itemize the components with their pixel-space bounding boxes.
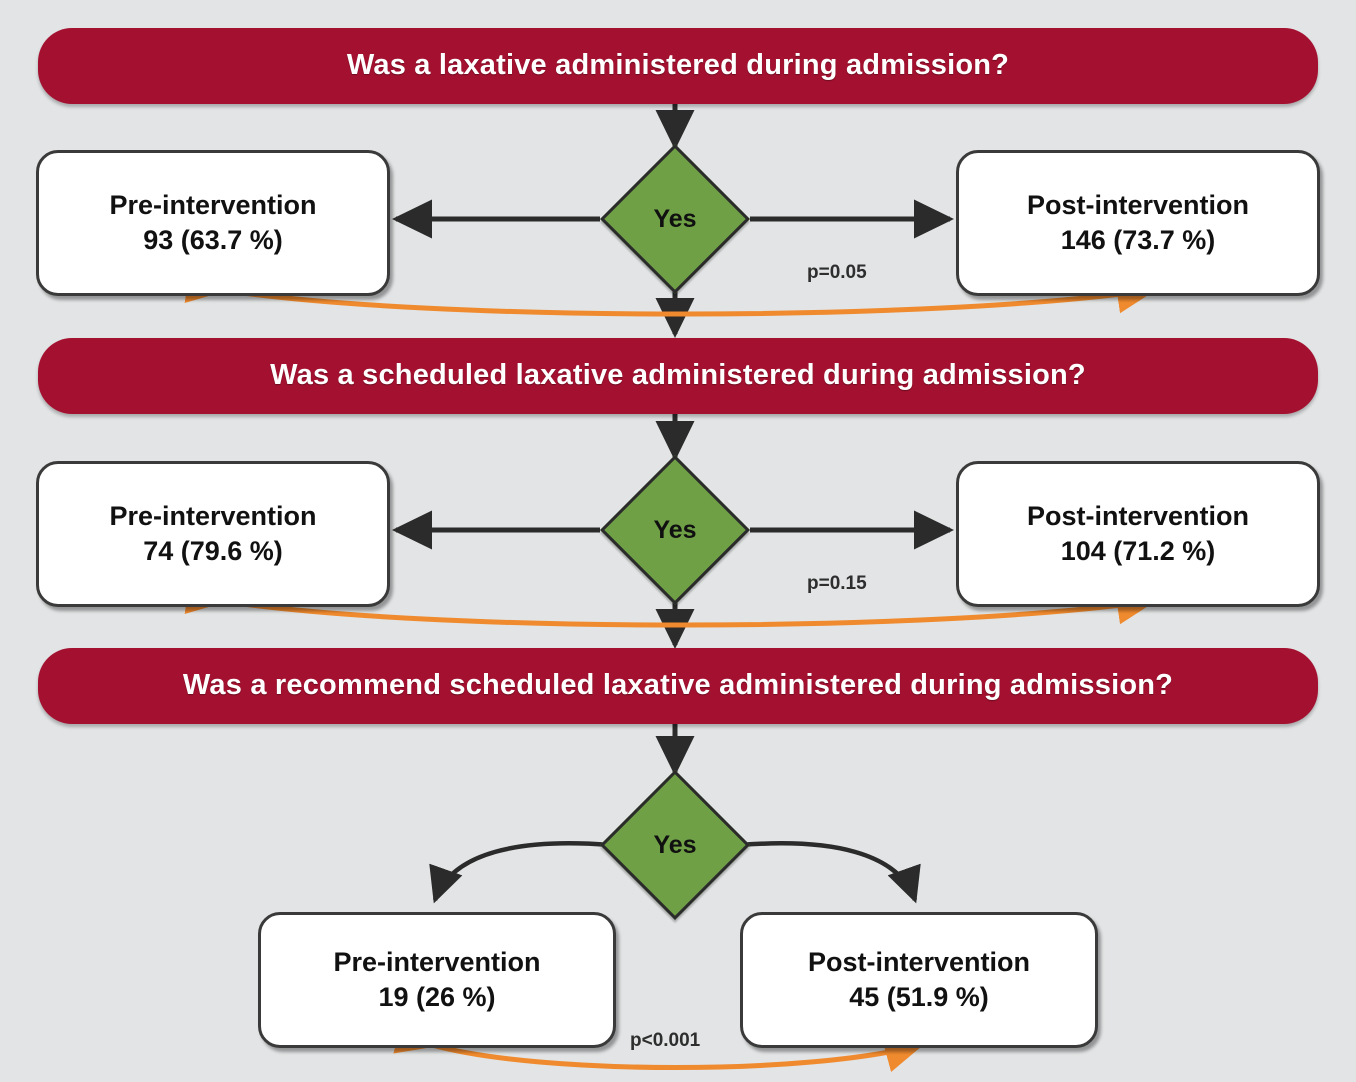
diamond-to-left-curve-3	[429, 841, 611, 904]
question-banner-text-3: Was a recommend scheduled laxative admin…	[182, 669, 1174, 702]
post-intervention-value-2: 104 (71.2 %)	[1060, 536, 1216, 566]
p-value-3: p<0.001	[630, 1030, 701, 1051]
comparison-arrow-2	[184, 577, 1157, 628]
question-banner-text-2: Was a scheduled laxative administered du…	[270, 359, 1086, 392]
post-intervention-value-3: 45 (51.9 %)	[849, 982, 989, 1012]
pre-intervention-box-2: Pre-intervention 74 (79.6 %)	[36, 461, 390, 607]
question-banner-text-1: Was a laxative administered during admis…	[346, 49, 1010, 82]
pre-intervention-value-2: 74 (79.6 %)	[143, 536, 283, 566]
comparison-arrow-1	[184, 266, 1157, 317]
section-3-connectors	[393, 724, 925, 1073]
pre-intervention-box-3: Pre-intervention 19 (26 %)	[258, 912, 616, 1048]
decision-label-3: Yes	[653, 830, 697, 859]
decision-diamond-2: Yes	[600, 455, 750, 605]
post-intervention-label-3: Post-intervention	[807, 947, 1030, 978]
section-2-connectors	[184, 414, 1157, 650]
decision-label-2: Yes	[653, 515, 697, 544]
post-intervention-label-2: Post-intervention	[1026, 501, 1249, 532]
p-value-2: p=0.15	[807, 573, 867, 594]
pre-intervention-value-3: 19 (26 %)	[378, 982, 496, 1012]
post-intervention-value-1: 146 (73.7 %)	[1060, 225, 1216, 255]
pre-intervention-box-1: Pre-intervention 93 (63.7 %)	[36, 150, 390, 296]
pre-intervention-label-3: Pre-intervention	[333, 947, 541, 978]
question-banner-3: Was a recommend scheduled laxative admin…	[38, 648, 1318, 724]
diamond-to-right-curve-3	[739, 841, 921, 904]
decision-diamond-1: Yes	[600, 144, 750, 294]
post-intervention-box-1: Post-intervention 146 (73.7 %)	[956, 150, 1320, 296]
decision-label-1: Yes	[653, 204, 697, 233]
pre-intervention-label-1: Pre-intervention	[109, 190, 317, 221]
comparison-arrow-3	[393, 1017, 925, 1073]
question-banner-1: Was a laxative administered during admis…	[38, 28, 1318, 104]
question-banner-2: Was a scheduled laxative administered du…	[38, 338, 1318, 414]
p-value-1: p=0.05	[807, 262, 867, 283]
post-intervention-box-3: Post-intervention 45 (51.9 %)	[740, 912, 1098, 1048]
pre-intervention-label-2: Pre-intervention	[109, 501, 317, 532]
section-1-connectors	[184, 104, 1157, 339]
post-intervention-label-1: Post-intervention	[1026, 190, 1249, 221]
post-intervention-box-2: Post-intervention 104 (71.2 %)	[956, 461, 1320, 607]
pre-intervention-value-1: 93 (63.7 %)	[143, 225, 283, 255]
decision-diamond-3: Yes	[600, 770, 750, 920]
